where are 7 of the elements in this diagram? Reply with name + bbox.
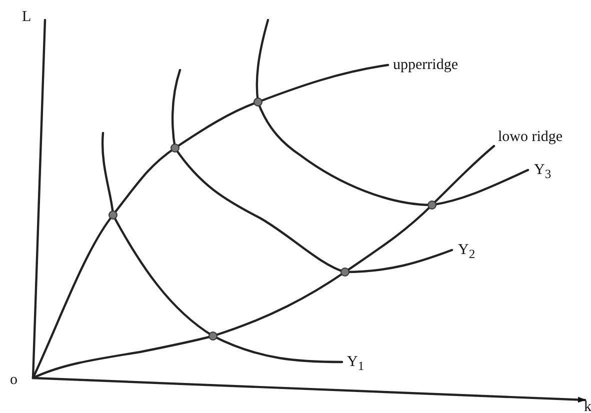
curve-label: lowo ridge [498,130,563,145]
curve-label: Y$_{3}$ [534,163,552,180]
curve-label: upperridge [393,58,458,73]
axis-label: L [22,10,32,25]
curve-label: Y$_{1}$ [347,355,364,372]
axis-label: o [10,373,18,388]
curve-label: Y$_{2}$ [458,243,476,260]
